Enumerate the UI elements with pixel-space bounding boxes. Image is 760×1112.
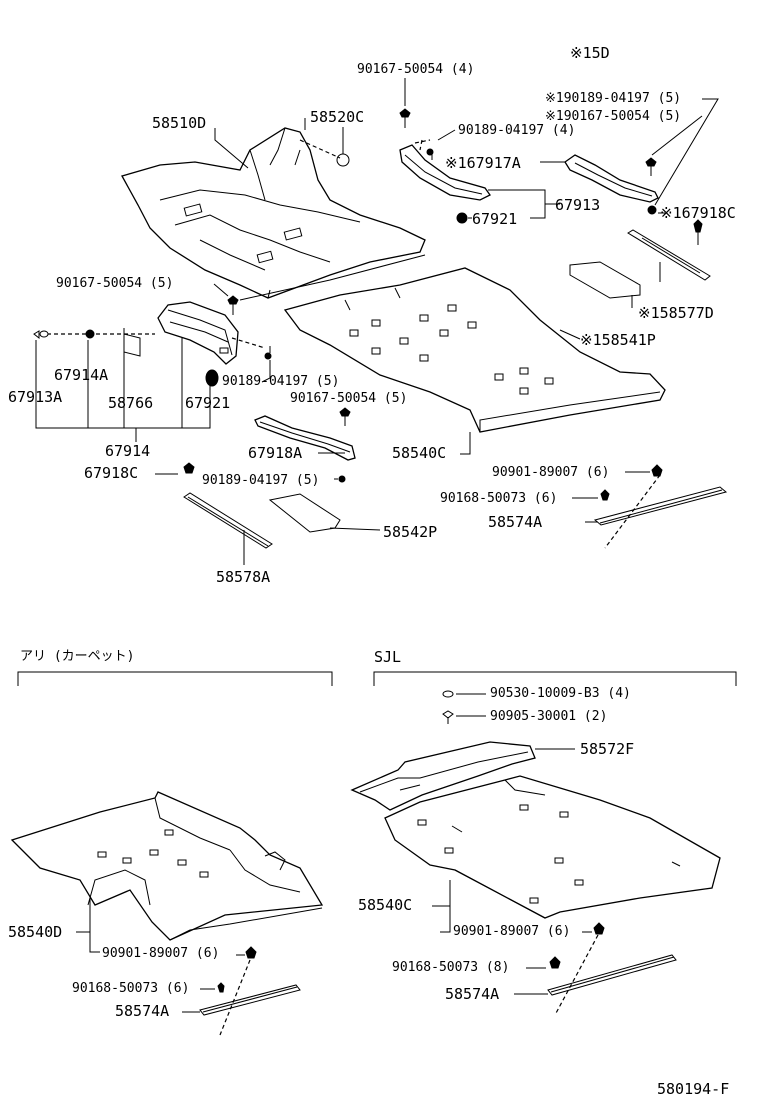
label-67914: 67914: [105, 442, 151, 460]
step-58574A-right: [514, 922, 677, 1016]
front-carpet-58510D: [121, 127, 426, 301]
label-58542P: 58542P: [383, 523, 438, 541]
label-90168-50073-6-left: 90168-50073 (6): [72, 981, 190, 996]
plate-58542P: [268, 493, 381, 533]
label-90167-50054-4: 90167-50054 (4): [357, 62, 475, 77]
bracket-67914: [40, 301, 266, 365]
label-s158577D: ※158577D: [638, 304, 714, 322]
label-90530-10009-B3-4: 90530-10009-B3 (4): [490, 686, 631, 701]
strip-158577D: [627, 229, 711, 282]
label-58540C-sjl: 58540C: [358, 896, 413, 914]
leaders-top-right: [214, 78, 719, 455]
label-90189-04197-5-b: 90189-04197 (5): [202, 473, 320, 488]
label-58572F: 58572F: [580, 740, 635, 758]
label-90905-30001-2: 90905-30001 (2): [490, 709, 608, 724]
label-90168-50073-8: 90168-50073 (8): [392, 960, 510, 975]
label-67913A: 67913A: [8, 388, 63, 406]
label-s158541P: ※158541P: [580, 331, 656, 349]
step-58574A-left: [182, 946, 301, 1036]
bar-67918A: [254, 415, 356, 461]
label-s190189-04197-5: ※190189-04197 (5): [545, 91, 682, 106]
label-90168-50073-6-top: 90168-50073 (6): [440, 491, 558, 506]
strip-58578A: [183, 492, 273, 565]
section-right-title: SJL: [374, 648, 402, 666]
label-58520C: 58520C: [310, 108, 365, 126]
carpet-58540D: [10, 791, 324, 953]
label-90901-89007-6-top: 90901-89007 (6): [492, 465, 610, 480]
label-67918C: 67918C: [84, 464, 139, 482]
step-58574A-top: [572, 464, 728, 549]
clip-58520C: [299, 127, 350, 167]
label-90167-50054-5-b: 90167-50054 (5): [290, 391, 408, 406]
label-58574A-left: 58574A: [115, 1002, 170, 1020]
label-67918A: 67918A: [248, 444, 303, 462]
label-67921-left: 67921: [185, 394, 231, 412]
label-s167918C: ※167918C: [660, 204, 736, 222]
label-58578A: 58578A: [216, 568, 271, 586]
fasteners-left: [33, 295, 351, 483]
pad-158541P: [569, 261, 641, 308]
label-67914A: 67914A: [54, 366, 109, 384]
note-15d: ※15D: [570, 44, 610, 62]
leaders-left: [35, 283, 338, 480]
label-58510D: 58510D: [152, 114, 207, 132]
label-58540D: 58540D: [8, 923, 63, 941]
label-58574A-top: 58574A: [488, 513, 543, 531]
label-s190167-50054-5: ※190167-50054 (5): [545, 109, 682, 124]
label-58574A-sjl: 58574A: [445, 985, 500, 1003]
label-67913: 67913: [555, 196, 601, 214]
carpet-58540C-sjl: [384, 775, 721, 933]
label-58766: 58766: [108, 394, 154, 412]
section-left-title: アリ (カーペット): [20, 649, 135, 664]
bracket-67913: [399, 139, 659, 203]
label-90901-89007-6-sjl: 90901-89007 (6): [453, 924, 571, 939]
label-90167-50054-5-a: 90167-50054 (5): [56, 276, 174, 291]
label-67921-top: 67921: [472, 210, 518, 228]
rear-carpet-58540C-top: [283, 267, 666, 433]
footer-code: 580194-F: [657, 1080, 730, 1098]
section-brackets: [17, 671, 737, 686]
panel-58572F: [350, 741, 575, 811]
fasteners-sjl: [442, 690, 486, 724]
label-90901-89007-6-left: 90901-89007 (6): [102, 946, 220, 961]
fasteners-top: [399, 108, 703, 245]
label-90189-04197-4: 90189-04197 (4): [458, 123, 576, 138]
label-58540C-top: 58540C: [392, 444, 447, 462]
label-90189-04197-5-a: 90189-04197 (5): [222, 374, 340, 389]
label-s167917A: ※167917A: [445, 154, 521, 172]
